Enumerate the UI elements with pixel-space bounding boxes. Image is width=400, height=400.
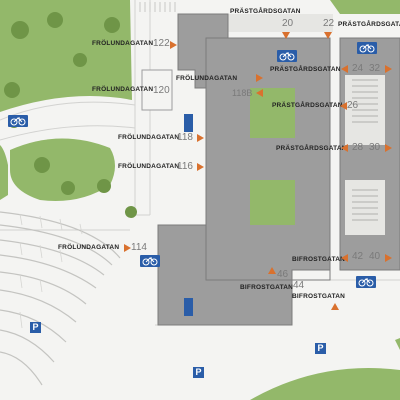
tree-icon <box>104 17 120 33</box>
street-label-prastgard: PRÄSTGÅRDSGATAN <box>276 145 347 152</box>
street-label-frolunda: FRÖLUNDAGATAN <box>92 40 154 47</box>
house-number-30: 30 <box>369 142 381 153</box>
entrance-arrow-icon <box>385 65 392 73</box>
park-lawn-north <box>0 0 132 112</box>
house-number-26: 26 <box>347 100 359 111</box>
house-number-120: 120 <box>153 85 170 96</box>
house-number-118: 118 <box>177 132 193 143</box>
street-label-bifrost: BIFROSTGATAN <box>292 256 346 263</box>
parking-rows <box>0 211 121 386</box>
entrance-arrow-icon <box>324 32 332 39</box>
tree-icon <box>11 21 29 39</box>
street-label-prastgard: PRÄSTGÅRDSGATAN <box>270 66 341 73</box>
entrance-arrow-icon <box>256 74 263 82</box>
stair-lines <box>352 79 378 221</box>
lawn-edge <box>395 338 400 350</box>
grass-strip <box>0 145 8 200</box>
courtyard-lawn-south <box>250 180 295 225</box>
entrance-arrow-icon <box>197 134 204 142</box>
tree-icon <box>34 157 50 173</box>
street-label-bifrost: BIFROSTGATAN <box>292 293 346 300</box>
stripe-area <box>139 2 176 12</box>
kiosk-120 <box>141 69 173 111</box>
parking-icon: P <box>193 367 204 378</box>
entrance-arrow-icon <box>385 254 392 262</box>
tree-icon <box>97 179 111 193</box>
street-label-frolunda: FRÖLUNDAGATAN <box>92 86 154 93</box>
entrance-arrow-icon <box>268 267 276 274</box>
bicycle-parking-icon <box>140 255 160 267</box>
cycle-stand-icon <box>184 298 193 316</box>
entrance-arrow-icon <box>282 32 290 39</box>
house-number-20: 20 <box>282 18 294 29</box>
house-number-116: 116 <box>177 161 193 172</box>
cycle-stand-icon <box>184 114 193 132</box>
tree-icon <box>61 181 75 195</box>
street-label-frolunda: FRÖLUNDAGATAN <box>118 163 180 170</box>
street-label-frolunda: FRÖLUNDAGATAN <box>176 75 238 82</box>
house-number-40: 40 <box>369 251 381 262</box>
entrance-arrow-icon <box>331 303 339 310</box>
street-label-frolunda: FRÖLUNDAGATAN <box>58 244 120 251</box>
parking-stall-ticks <box>19 213 83 329</box>
house-number-32: 32 <box>369 63 381 74</box>
lawn-southeast <box>250 368 400 400</box>
lawn-northeast <box>330 0 400 14</box>
bicycle-parking-icon <box>277 50 297 62</box>
bicycle-parking-icon <box>8 115 28 127</box>
tree-icon <box>125 206 137 218</box>
house-number-28: 28 <box>352 142 364 153</box>
entrance-arrow-icon <box>341 254 348 262</box>
tree-icon <box>47 12 63 28</box>
parking-icon: P <box>30 322 41 333</box>
house-number-22: 22 <box>323 18 335 29</box>
house-number-118b: 118B <box>232 88 253 98</box>
street-label-frolunda: FRÖLUNDAGATAN <box>118 134 180 141</box>
bicycle-parking-icon <box>357 42 377 54</box>
street-label-prastgard: PRÄSTGÅRDSGATAN <box>338 21 400 28</box>
house-number-46: 46 <box>277 269 289 280</box>
house-number-24: 24 <box>352 63 364 74</box>
entrance-arrow-icon <box>341 144 348 152</box>
entrance-arrow-icon <box>124 244 131 252</box>
house-number-114: 114 <box>131 242 147 253</box>
street-label-prastgard: PRÄSTGÅRDSGATAN <box>272 102 343 109</box>
entrance-arrow-icon <box>197 163 204 171</box>
parking-icon: P <box>315 343 326 354</box>
street-label-prastgard: PRÄSTGÅRDSGATAN <box>230 8 301 15</box>
entrance-arrow-icon <box>341 65 348 73</box>
tree-icon <box>73 53 87 67</box>
house-number-42: 42 <box>352 251 364 262</box>
entrance-arrow-icon <box>256 89 263 97</box>
courtyard-north <box>228 14 333 32</box>
tree-icon <box>4 82 20 98</box>
park-lawn-mound <box>10 138 115 201</box>
street-label-bifrost: BIFROSTGATAN <box>240 284 294 291</box>
bicycle-parking-icon <box>356 276 376 288</box>
entrance-arrow-icon <box>385 144 392 152</box>
entrance-arrow-icon <box>340 102 347 110</box>
entrance-arrow-icon <box>170 41 177 49</box>
house-number-122: 122 <box>153 38 170 49</box>
house-number-44: 44 <box>293 280 305 291</box>
